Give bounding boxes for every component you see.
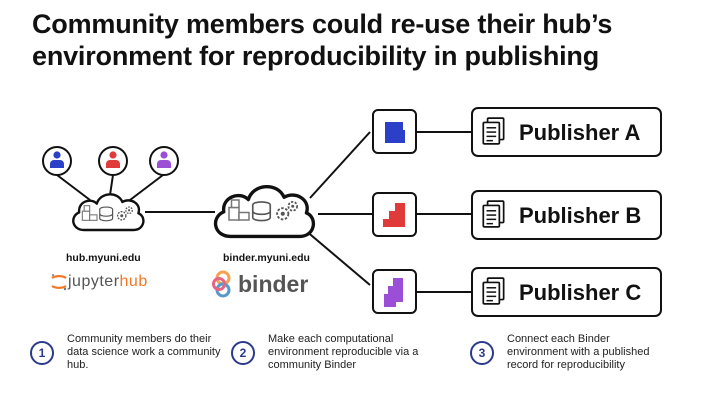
publisher-c-label: Publisher C <box>519 280 641 305</box>
step-1: 1 Community members do their data scienc… <box>30 333 232 372</box>
document-icon-a <box>482 117 505 145</box>
publisher-b-label: Publisher B <box>519 203 641 228</box>
step-1-text: Community members do their data science … <box>67 333 221 371</box>
jupyterhub-logo-text: jupyterhub <box>68 273 148 291</box>
connector-lines <box>56 131 472 293</box>
document-icon-b <box>482 200 505 228</box>
environment-block-icon-c <box>372 269 417 314</box>
hub-word: hub <box>119 273 148 290</box>
binder-logo-text: binder <box>238 270 309 297</box>
step-3-text: Connect each Binder environment with a p… <box>507 333 650 371</box>
publisher-a-label: Publisher A <box>519 120 641 145</box>
binder-logo: binder <box>212 270 308 298</box>
environment-block-icon-a <box>372 109 417 154</box>
user-icon-2 <box>98 146 128 176</box>
hub-cloud-icon <box>72 193 145 232</box>
binder-cloud-icon <box>213 184 316 239</box>
jupyter-word: jupyter <box>68 273 120 290</box>
environment-block-icon-b <box>372 192 417 237</box>
user-icon-1 <box>42 146 72 176</box>
hub-domain-label: hub.myuni.edu <box>66 252 141 264</box>
step-1-number: 1 <box>30 341 54 365</box>
slide-title: Community members could re-use their hub… <box>32 8 702 72</box>
step-3-number: 3 <box>470 341 494 365</box>
binder-rings-icon <box>212 270 231 298</box>
publisher-card-b: Publisher B <box>471 190 662 240</box>
title-line-1: Community members could re-use their hub… <box>32 9 613 39</box>
document-icon-c <box>482 277 505 305</box>
publisher-card-c: Publisher C <box>471 267 662 317</box>
title-line-2: environment for reproducibility in publi… <box>32 41 600 71</box>
step-2: 2 Make each computational environment re… <box>231 333 433 372</box>
jupyter-orbit-icon <box>51 274 67 291</box>
step-3: 3 Connect each Binder environment with a… <box>470 333 672 372</box>
step-2-text: Make each computational environment repr… <box>268 333 419 371</box>
step-2-number: 2 <box>231 341 255 365</box>
jupyterhub-logo: jupyterhub <box>50 272 148 292</box>
user-icon-3 <box>149 146 179 176</box>
publisher-card-a: Publisher A <box>471 107 662 157</box>
binder-domain-label: binder.myuni.edu <box>223 252 310 264</box>
